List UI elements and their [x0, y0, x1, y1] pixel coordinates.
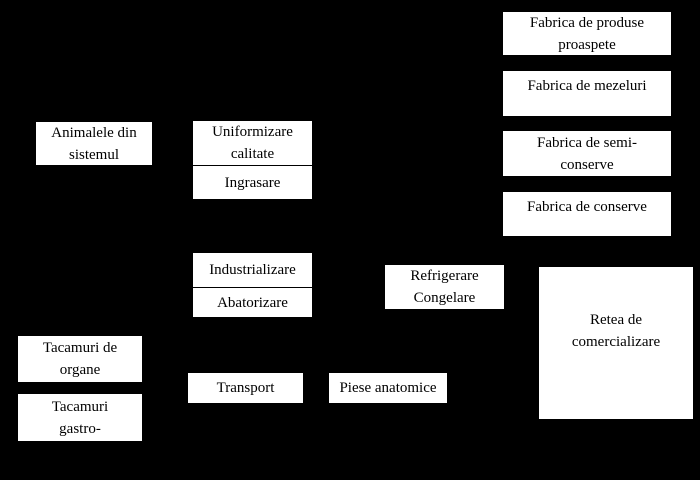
node-abatorizare: Abatorizare: [192, 287, 313, 318]
node-label: Tacamuri gastro-: [51, 398, 109, 437]
node-label: Fabrica de produse proaspete: [529, 14, 645, 53]
node-label: Fabrica de mezeluri: [527, 78, 647, 94]
node-fabrica-produse-proaspete: Fabrica de produse proaspete: [502, 11, 672, 56]
node-fabrica-mezeluri: Fabrica de mezeluri: [502, 70, 672, 117]
node-tacamuri-gastro: Tacamuri gastro-: [17, 393, 143, 442]
node-label: Uniformizare calitate: [212, 124, 293, 162]
node-refrigerare-congelare: Refrigerare Congelare: [384, 264, 505, 310]
node-label: Industrializare: [209, 262, 296, 278]
node-label: Transport: [216, 380, 275, 396]
node-uniformizare-calitate: Uniformizare calitate: [192, 120, 313, 166]
node-retea-comercializare: Retea de comercializare: [538, 266, 694, 420]
node-label: Fabrica de semi- conserve: [537, 134, 637, 173]
node-piese-anatomice: Piese anatomice: [328, 372, 448, 404]
node-label: Tacamuri de organe: [42, 340, 118, 378]
node-label: Refrigerare Congelare: [410, 268, 479, 306]
node-label: Piese anatomice: [339, 380, 437, 396]
node-label: Fabrica de conserve: [527, 199, 647, 215]
node-industrializare: Industrializare: [192, 252, 313, 288]
node-label: Ingrasare: [224, 174, 281, 191]
node-label: Retea de comercializare: [571, 312, 661, 350]
node-animalele-din-sistemul: Animalele din sistemul: [35, 121, 153, 166]
node-label: Abatorizare: [217, 294, 288, 311]
node-ingrasare: Ingrasare: [192, 165, 313, 200]
node-fabrica-conserve: Fabrica de conserve: [502, 191, 672, 237]
node-label: Animalele din sistemul: [51, 124, 137, 163]
node-transport: Transport: [187, 372, 304, 404]
node-tacamuri-de-organe: Tacamuri de organe: [17, 335, 143, 383]
node-fabrica-semi-conserve: Fabrica de semi- conserve: [502, 130, 672, 177]
